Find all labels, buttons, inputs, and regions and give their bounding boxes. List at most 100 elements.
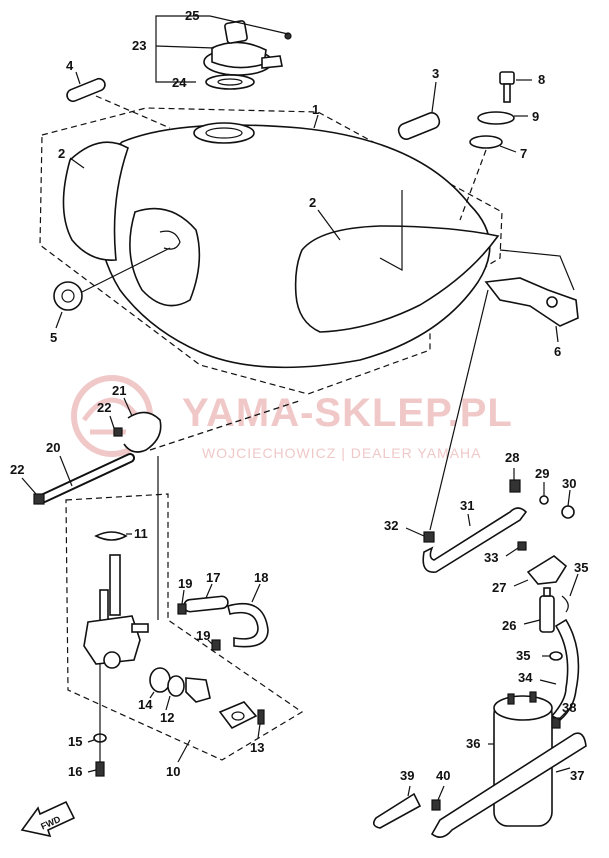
tank-rear-emblem-plate <box>62 141 129 261</box>
part-number-label: 6 <box>554 344 561 359</box>
clip-38 <box>551 717 561 729</box>
emblem-strip-4 <box>66 77 106 103</box>
leader-34 <box>539 679 557 685</box>
o-ring-11 <box>94 531 128 541</box>
fuel-cock-plate <box>218 701 258 730</box>
part-6-group <box>484 249 579 343</box>
part-number-label: 31 <box>460 498 474 513</box>
leader-18 <box>251 583 261 603</box>
leader-12 <box>165 695 171 711</box>
part-number-label: 8 <box>538 72 545 87</box>
leader-15 <box>87 739 95 743</box>
clip-19-upper <box>177 603 187 615</box>
breather-hose-31 <box>422 507 528 573</box>
bolt-8-shank <box>503 83 511 103</box>
fuel-cap-screw <box>284 32 292 40</box>
part-number-labels: 25 23 24 4 3 8 9 1 7 2 2 5 6 21 22 20 22… <box>10 8 588 783</box>
fuel-hose-18 <box>227 602 269 648</box>
gasket-14 <box>149 667 171 693</box>
fuel-cap-gasket-inner <box>217 78 243 86</box>
part-number-label: 3 <box>432 66 439 81</box>
leader-30 <box>567 489 571 507</box>
screw-13 <box>257 709 265 725</box>
guide-tank-to-31 <box>429 289 489 531</box>
part-number-label: 16 <box>68 764 82 779</box>
canister-36-top <box>493 695 553 721</box>
clip-35-lower <box>549 651 563 661</box>
part-number-label: 19 <box>178 576 192 591</box>
bolt-28 <box>509 479 521 493</box>
bracket-6-hole <box>546 296 558 308</box>
part-number-label: 19 <box>196 628 210 643</box>
part-number-label: 18 <box>254 570 268 585</box>
leader-37 <box>555 767 571 773</box>
fuel-cap-hinge <box>261 55 283 69</box>
evap-system-group <box>372 289 587 838</box>
canister-36-port-b <box>529 691 537 703</box>
part-number-label: 28 <box>505 450 519 465</box>
leader-27 <box>513 579 529 587</box>
part-number-label: 1 <box>312 102 319 117</box>
guide-5 <box>81 247 171 293</box>
bolt-16 <box>95 761 105 777</box>
clip-35-upper <box>561 595 569 613</box>
part-number-label: 12 <box>160 710 174 725</box>
leader-1 <box>313 114 319 129</box>
leader-3 <box>431 81 437 113</box>
fuel-cap-group <box>155 15 292 90</box>
drain-hose-21 <box>123 411 162 453</box>
leader-14 <box>149 691 155 699</box>
part-number-label: 15 <box>68 734 82 749</box>
leader-19b <box>207 639 213 645</box>
part-number-label: 24 <box>172 75 187 90</box>
leader-23 <box>155 45 215 49</box>
bracket-23-25 <box>155 15 210 83</box>
leader-32 <box>405 527 425 537</box>
part-number-label: 13 <box>250 740 264 755</box>
leader-5 <box>55 311 63 329</box>
tank-filler-neck <box>193 122 255 144</box>
clip-33 <box>517 541 527 551</box>
watermark: YAMA-SKLEP.PL WOJCIECHOWICZ | DEALER YAM… <box>71 375 512 461</box>
fuel-strainer-tube <box>109 554 121 616</box>
leader-35a <box>569 573 579 597</box>
washer-9 <box>477 111 515 125</box>
part-number-label: 2 <box>58 146 65 161</box>
leader-38 <box>557 711 567 721</box>
leader-tank-center <box>379 190 403 272</box>
tank-filler-neck-inner <box>205 127 243 139</box>
part-number-label: 22 <box>97 400 111 415</box>
leader-26 <box>523 619 541 625</box>
tank-assembly-boundary <box>39 107 503 395</box>
clip-22-upper <box>113 427 123 437</box>
watermark-tagline: WOJCIECHOWICZ | DEALER YAMAHA <box>202 445 481 461</box>
part-number-label: 38 <box>562 700 576 715</box>
leader-22a <box>109 415 115 429</box>
fwd-arrow-icon <box>20 800 76 838</box>
part-number-label: 39 <box>400 768 414 783</box>
leader-21 <box>123 397 133 417</box>
o-ring-12 <box>167 675 185 697</box>
fuel-cock-knob <box>103 651 121 669</box>
part-number-label: 2 <box>309 195 316 210</box>
leader-33 <box>505 547 519 557</box>
fuel-cock-assembly-boundary <box>65 493 304 761</box>
fuel-cock-lever <box>185 677 211 703</box>
part-number-label: 33 <box>484 550 498 565</box>
leader-19a <box>181 589 185 605</box>
part-number-label: 36 <box>466 736 480 751</box>
part-number-label: 40 <box>436 768 450 783</box>
part-number-label: 22 <box>10 462 24 477</box>
leader-4 <box>75 71 81 85</box>
fuel-cap-body <box>211 41 267 69</box>
leader-6 <box>555 325 559 343</box>
part-number-label: 32 <box>384 518 398 533</box>
part-number-label: 7 <box>520 146 527 161</box>
leader-40 <box>437 785 445 801</box>
part-number-label: 14 <box>138 697 153 712</box>
part-number-label: 27 <box>492 580 506 595</box>
part-number-label: 10 <box>166 764 180 779</box>
vent-pipe-20-inner <box>41 455 133 501</box>
leader-22b <box>21 477 37 495</box>
fuel-pipe-17 <box>183 595 229 613</box>
